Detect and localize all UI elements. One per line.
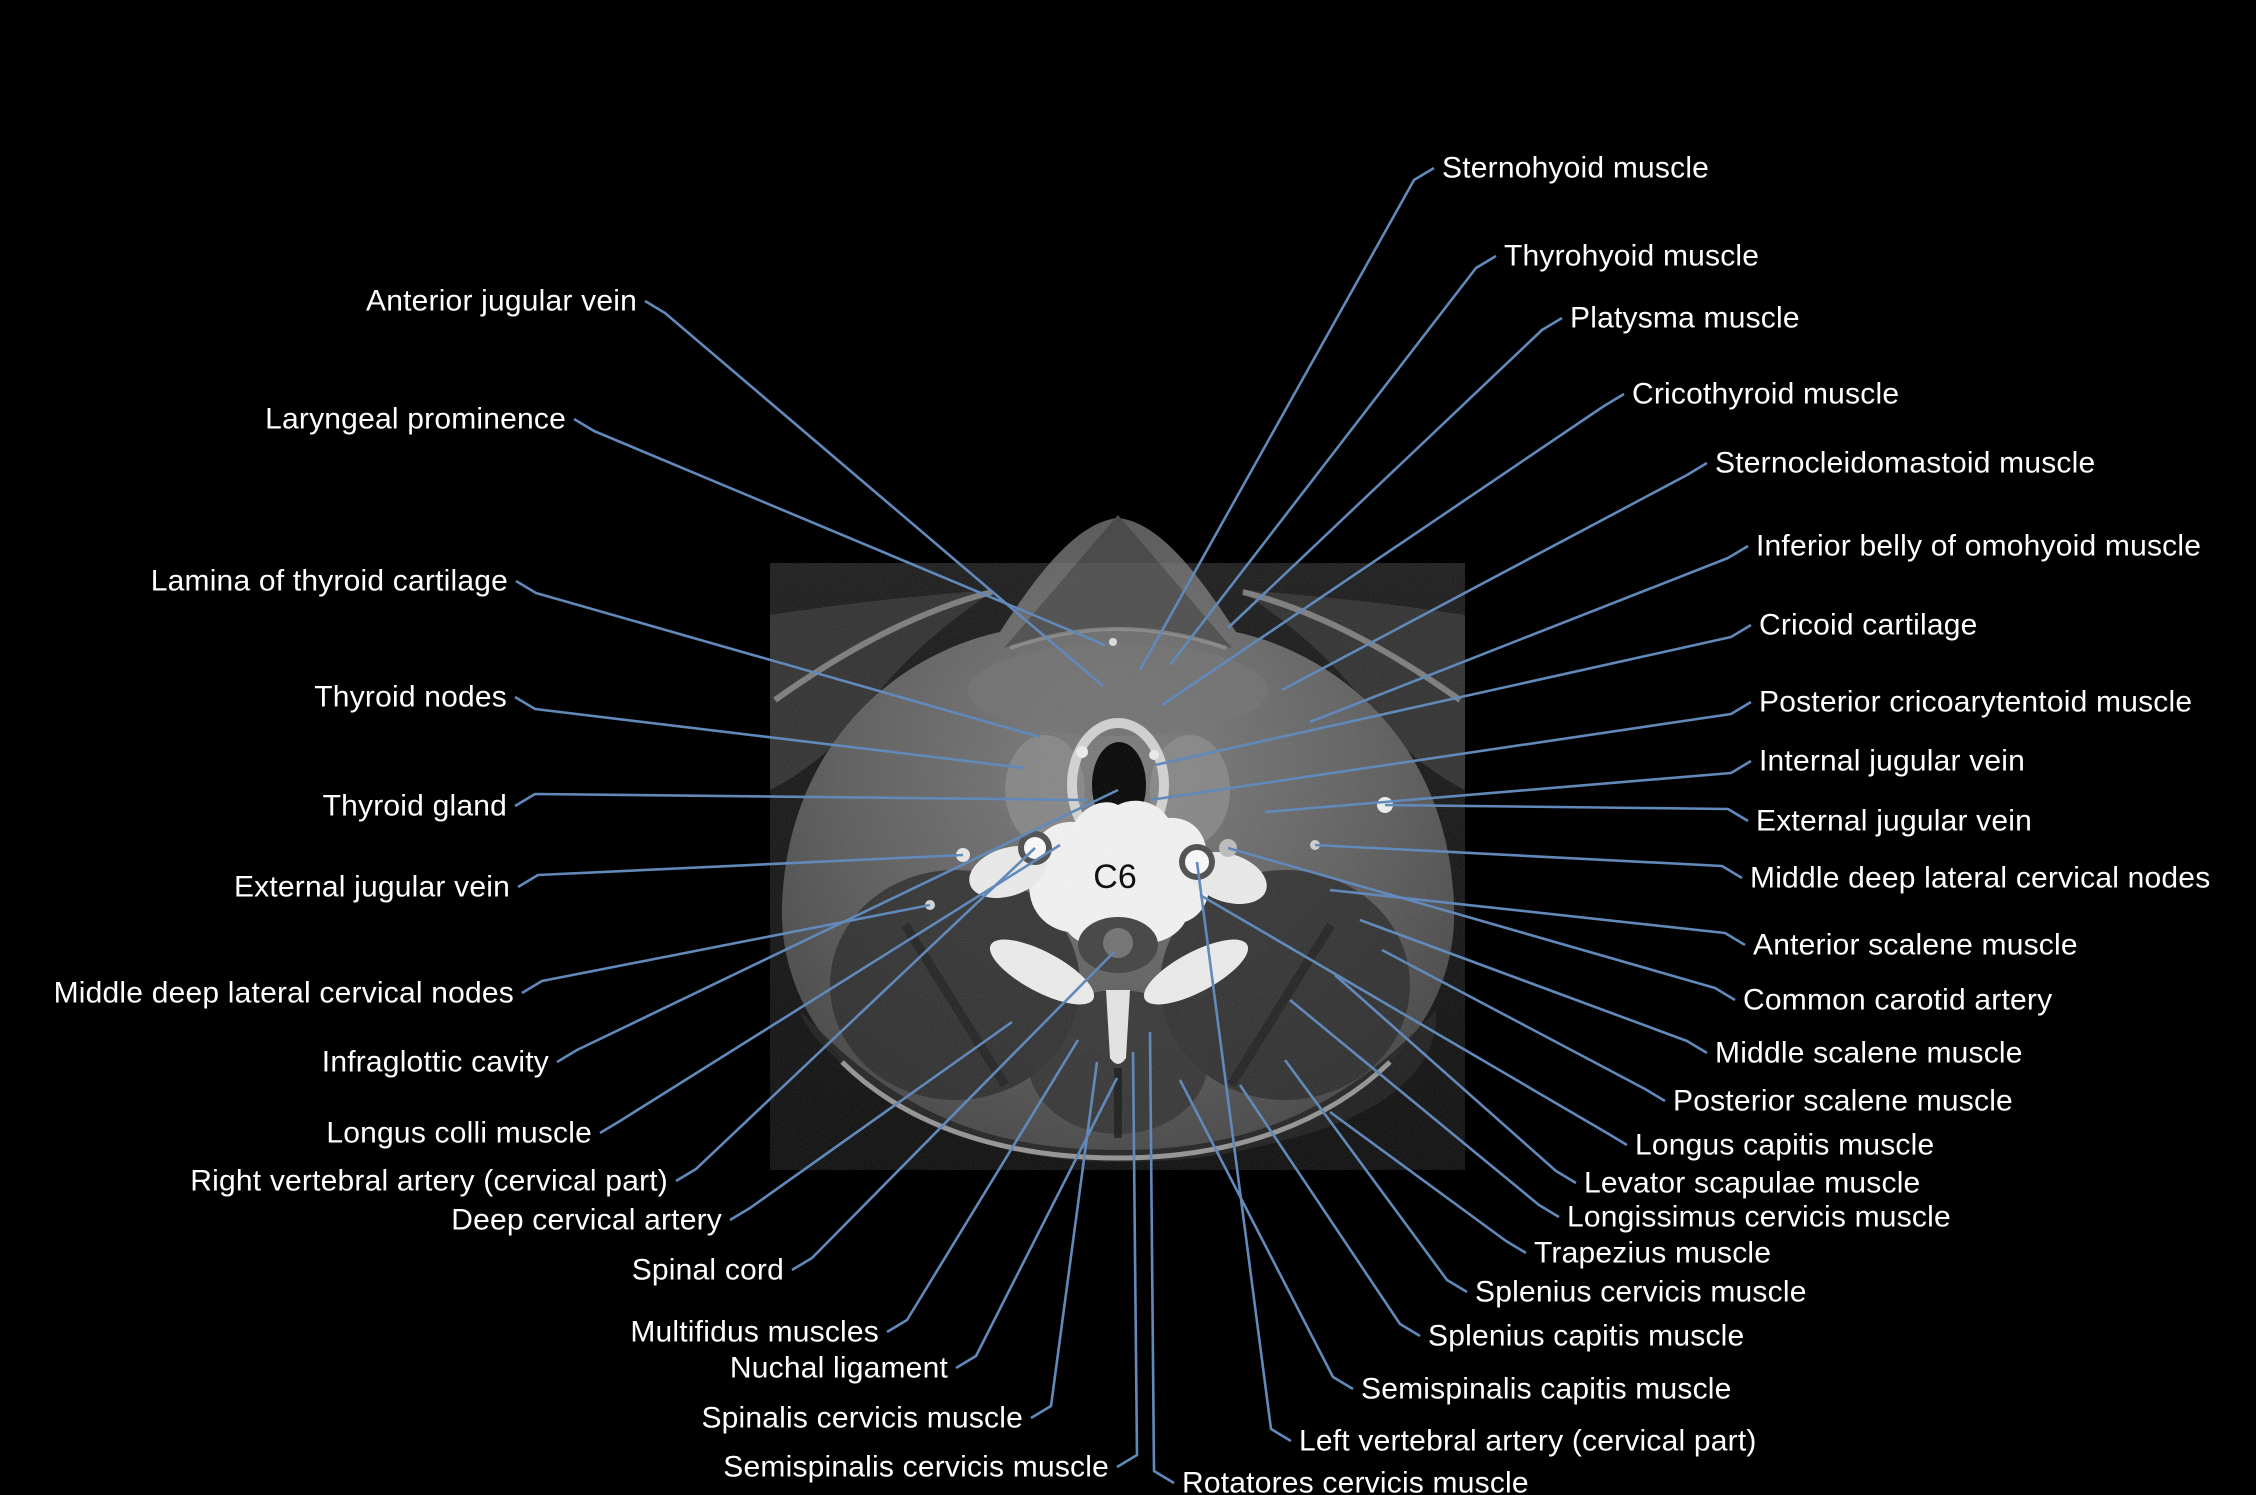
leader-line-semispinalis-cervicis-muscle (1116, 1051, 1139, 1469)
leader-line-splenius-capitis-muscle (1238, 1084, 1421, 1338)
leader-line-nuchal-ligament (955, 1077, 1119, 1370)
leader-line-thyroid-nodes (514, 695, 1026, 770)
leader-line-multifidus-muscles (886, 1039, 1080, 1334)
leader-line-deep-cervical-artery (729, 1020, 1013, 1222)
c6-vertebra-text: C6 (1093, 858, 1136, 896)
leader-line-spinal-cord (791, 951, 1115, 1272)
leader-line-anterior-scalene-muscle (1329, 888, 1746, 947)
leader-line-middle-deep-lateral-cervical-nodes-right (1314, 843, 1743, 880)
leader-line-levator-scapulae-muscle (1334, 974, 1577, 1185)
leader-line-longissimus-cervicis-muscle (1289, 998, 1560, 1219)
leader-line-posterior-scalene-muscle (1381, 948, 1666, 1103)
leader-line-anterior-jugular-vein (644, 299, 1104, 687)
leader-lines-layer (514, 166, 1752, 1485)
leader-line-infraglottic-cavity (556, 788, 1119, 1064)
leader-line-rotatores-cervicis-muscle (1148, 1031, 1175, 1485)
leader-line-semispinalis-capitis-muscle (1178, 1079, 1354, 1391)
ct-image: C6 (770, 515, 1465, 1170)
leader-line-middle-scalene-muscle (1359, 918, 1708, 1055)
leader-line-sternocleidomastoid-muscle (1281, 461, 1708, 692)
leader-line-platysma-muscle (1227, 316, 1563, 629)
leader-line-longus-colli-muscle (599, 843, 1061, 1135)
leader-line-thyrohyoid-muscle (1168, 254, 1497, 666)
leader-line-posterior-cricoarytentoid-muscle (1149, 700, 1752, 802)
leader-line-laryngeal-prominence (573, 417, 1106, 647)
leader-line-inferior-belly-of-omohyoid-muscle (1309, 544, 1749, 724)
leader-line-cricoid-cartilage (1154, 623, 1752, 767)
leader-line-right-vertebral-artery (675, 847, 1036, 1183)
ct-noise-overlay (770, 563, 1465, 1170)
leader-line-cricothyroid-muscle (1161, 392, 1625, 707)
leader-line-left-vertebral-artery (1195, 861, 1292, 1443)
leader-line-trapezius-muscle (1329, 1110, 1527, 1255)
leader-line-internal-jugular-vein (1264, 759, 1752, 814)
leader-line-middle-deep-lateral-cervical-nodes-left (521, 903, 931, 995)
leader-line-splenius-cervicis-muscle (1283, 1059, 1468, 1294)
leader-line-thyroid-gland (514, 792, 1089, 808)
leader-line-external-jugular-vein-right (1384, 803, 1749, 823)
leader-line-spinalis-cervicis-muscle (1030, 1061, 1099, 1420)
leader-line-sternohyoid-muscle (1138, 166, 1435, 671)
leader-line-lamina-of-thyroid-cartilage (515, 579, 1041, 739)
leader-line-external-jugular-vein-left (517, 853, 964, 889)
leader-line-common-carotid-artery (1227, 846, 1736, 1002)
